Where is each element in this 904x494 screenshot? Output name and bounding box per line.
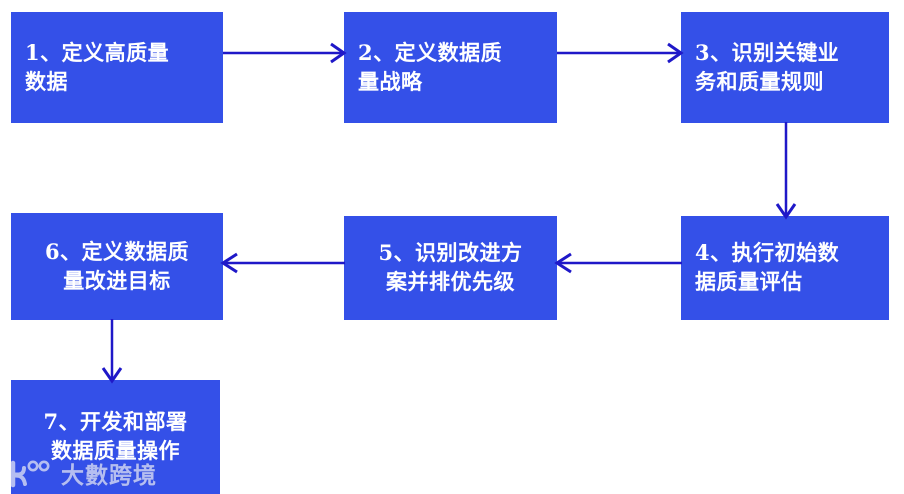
flow-node-6-label: 6、定义数据质 量改进目标: [44, 238, 190, 293]
flow-node-3-label: 3、识别关键业 务和质量规则: [695, 39, 840, 94]
flow-edge-4-to-5-arrow: [554, 252, 682, 274]
flow-node-7-label: 7、开发和部署 数据质量操作: [43, 409, 188, 463]
flow-edge-2-to-3-arrow: [557, 42, 684, 64]
flow-node-3[interactable]: 3、识别关键业 务和质量规则: [681, 12, 889, 123]
flow-node-2[interactable]: 2、定义数据质 量战略: [344, 12, 557, 123]
flow-node-6[interactable]: 6、定义数据质 量改进目标: [11, 213, 223, 320]
flow-node-1[interactable]: 1、定义高质量 数据: [11, 12, 223, 123]
flow-node-2-label: 2、定义数据质 量战略: [358, 39, 503, 94]
flow-edge-3-to-4-arrow: [770, 122, 802, 220]
flow-node-1-label: 1、定义高质量 数据: [25, 39, 170, 94]
flow-edge-6-to-7-arrow: [96, 319, 128, 384]
flow-node-4[interactable]: 4、执行初始数 据质量评估: [681, 216, 889, 320]
flow-edge-1-to-2-arrow: [223, 42, 347, 64]
flow-node-5-label: 5、识别改进方 案并排优先级: [378, 240, 523, 294]
flow-node-5[interactable]: 5、识别改进方 案并排优先级: [344, 216, 557, 320]
flow-node-7[interactable]: 7、开发和部署 数据质量操作: [11, 380, 220, 494]
flow-edge-5-to-6-arrow: [220, 252, 345, 274]
flow-node-4-label: 4、执行初始数 据质量评估: [695, 240, 840, 294]
